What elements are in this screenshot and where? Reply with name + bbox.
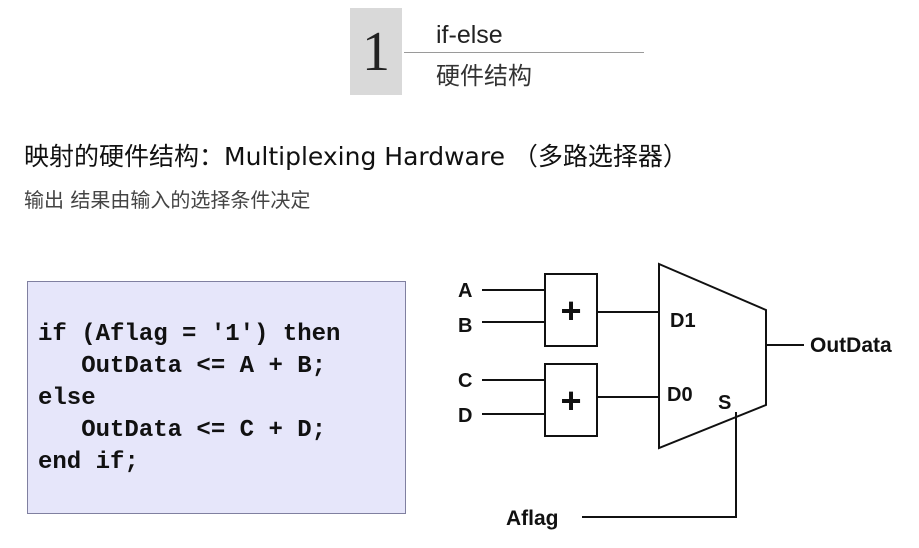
adder-top — [544, 273, 598, 347]
mux-select-label: S — [718, 392, 731, 414]
code-line-2: OutData <= A + B; — [38, 353, 327, 380]
section-subtitle: 硬件结构 — [436, 62, 532, 90]
adder-top-symbol: + — [560, 290, 581, 331]
page-heading: 映射的硬件结构：Multiplexing Hardware （多路选择器） — [24, 142, 688, 171]
code-box: if (Aflag = '1') then OutData <= A + B; … — [27, 281, 406, 514]
page-subheading: 输出 结果由输入的选择条件决定 — [24, 188, 311, 212]
code-line-3: else — [38, 385, 96, 412]
mux-input-d1: D1 — [670, 310, 696, 332]
mux-input-d0: D0 — [667, 384, 693, 406]
mux-body — [658, 262, 767, 450]
section-title: if-else — [436, 21, 503, 49]
wire-select — [582, 412, 737, 518]
output-label: OutData — [810, 334, 892, 357]
code-line-4: OutData <= C + D; — [38, 417, 327, 444]
input-label-b: B — [458, 315, 472, 337]
adder-bottom-symbol: + — [560, 380, 581, 421]
code-line-1: if (Aflag = '1') then — [38, 321, 341, 348]
adder-bottom — [544, 363, 598, 437]
section-number-box: 1 — [350, 8, 402, 95]
section-divider — [404, 52, 644, 53]
input-label-c: C — [458, 370, 472, 392]
section-number: 1 — [362, 21, 390, 83]
code-line-5: end if; — [38, 449, 139, 476]
select-signal-label: Aflag — [506, 507, 559, 530]
input-label-a: A — [458, 280, 472, 302]
input-label-d: D — [458, 405, 472, 427]
